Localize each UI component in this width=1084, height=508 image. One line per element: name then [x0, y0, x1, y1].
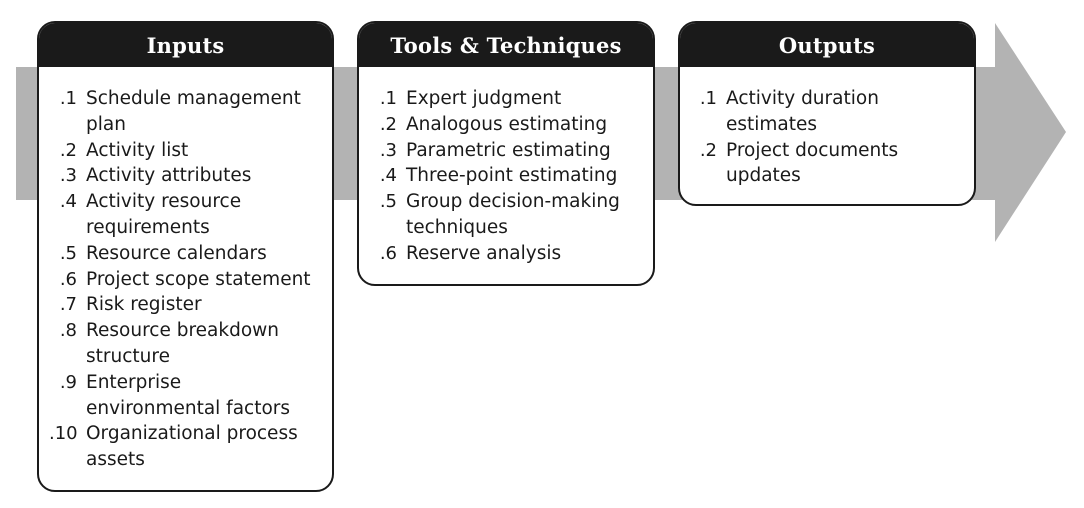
item-number: .5 — [379, 191, 397, 213]
item-text: Three-point estimating — [406, 165, 618, 187]
item-text: Organizational process assets — [86, 423, 298, 471]
item-number: .3 — [379, 139, 397, 161]
tools-techniques-title: Tools & Techniques — [359, 23, 653, 67]
inputs-item-7: .7 Risk register — [49, 292, 320, 318]
inputs-panel: Inputs .1 Schedule management plan .2 Ac… — [37, 21, 334, 492]
item-text: Reserve analysis — [406, 242, 562, 264]
item-text: Project documents updates — [726, 139, 899, 187]
inputs-title: Inputs — [39, 23, 332, 67]
item-number: .8 — [59, 320, 77, 342]
tools-item-3: .3 Parametric estimating — [369, 138, 641, 164]
tools-techniques-list: .1 Expert judgment .2 Analogous estimati… — [359, 67, 653, 267]
inputs-item-5: .5 Resource calendars — [49, 241, 320, 267]
item-text: Group decision-making techniques — [406, 191, 620, 238]
item-number: .9 — [59, 371, 77, 393]
item-number: .1 — [379, 88, 397, 109]
item-text: Parametric estimating — [406, 139, 611, 161]
item-number: .4 — [59, 191, 77, 213]
item-number: .2 — [379, 113, 397, 135]
inputs-item-3: .3 Activity attributes — [49, 163, 320, 189]
item-text: Analogous estimating — [406, 113, 608, 135]
tools-techniques-panel: Tools & Techniques .1 Expert judgment .2… — [357, 21, 655, 286]
item-number: .5 — [59, 242, 77, 264]
inputs-list: .1 Schedule management plan .2 Activity … — [39, 67, 332, 473]
item-number: .2 — [699, 139, 717, 161]
item-text: Resource calendars — [86, 242, 267, 264]
item-number: .1 — [699, 88, 717, 109]
item-number: .2 — [59, 139, 77, 161]
outputs-item-1: .1 Activity duration estimates — [690, 86, 962, 138]
inputs-item-1: .1 Schedule management plan — [49, 86, 320, 138]
tools-item-6: .6 Reserve analysis — [369, 241, 641, 267]
item-text: Activity duration estimates — [726, 88, 879, 135]
outputs-panel: Outputs .1 Activity duration estimates .… — [678, 21, 976, 206]
item-number: .1 — [59, 88, 77, 109]
tools-item-1: .1 Expert judgment — [369, 86, 641, 112]
item-text: Activity attributes — [86, 165, 252, 187]
item-text: Activity resource requirements — [86, 191, 242, 238]
item-number: .7 — [59, 294, 77, 316]
tools-item-5: .5 Group decision-making techniques — [369, 189, 641, 241]
item-text: Project scope statement — [86, 268, 311, 290]
inputs-item-9: .9 Enterprise environmental factors — [49, 370, 320, 422]
inputs-item-4: .4 Activity resource requirements — [49, 189, 320, 241]
outputs-item-2: .2 Project documents updates — [690, 138, 962, 190]
item-text: Risk register — [86, 294, 202, 316]
item-text: Resource breakdown structure — [86, 320, 280, 367]
item-number: .4 — [379, 165, 397, 187]
item-text: Enterprise environmental factors — [86, 371, 291, 419]
item-number: .6 — [59, 268, 77, 290]
item-number: .10 — [49, 423, 78, 445]
tools-item-2: .2 Analogous estimating — [369, 112, 641, 138]
item-number: .6 — [379, 242, 397, 264]
item-number: .3 — [59, 165, 77, 187]
outputs-title: Outputs — [680, 23, 974, 67]
item-text: Expert judgment — [406, 88, 562, 109]
inputs-item-2: .2 Activity list — [49, 138, 320, 164]
item-text: Schedule management plan — [86, 88, 301, 135]
outputs-list: .1 Activity duration estimates .2 Projec… — [680, 67, 974, 189]
item-text: Activity list — [86, 139, 189, 161]
inputs-item-10: .10 Organizational process assets — [49, 421, 320, 473]
inputs-item-8: .8 Resource breakdown structure — [49, 318, 320, 370]
inputs-item-6: .6 Project scope statement — [49, 267, 320, 293]
tools-item-4: .4 Three-point estimating — [369, 163, 641, 189]
